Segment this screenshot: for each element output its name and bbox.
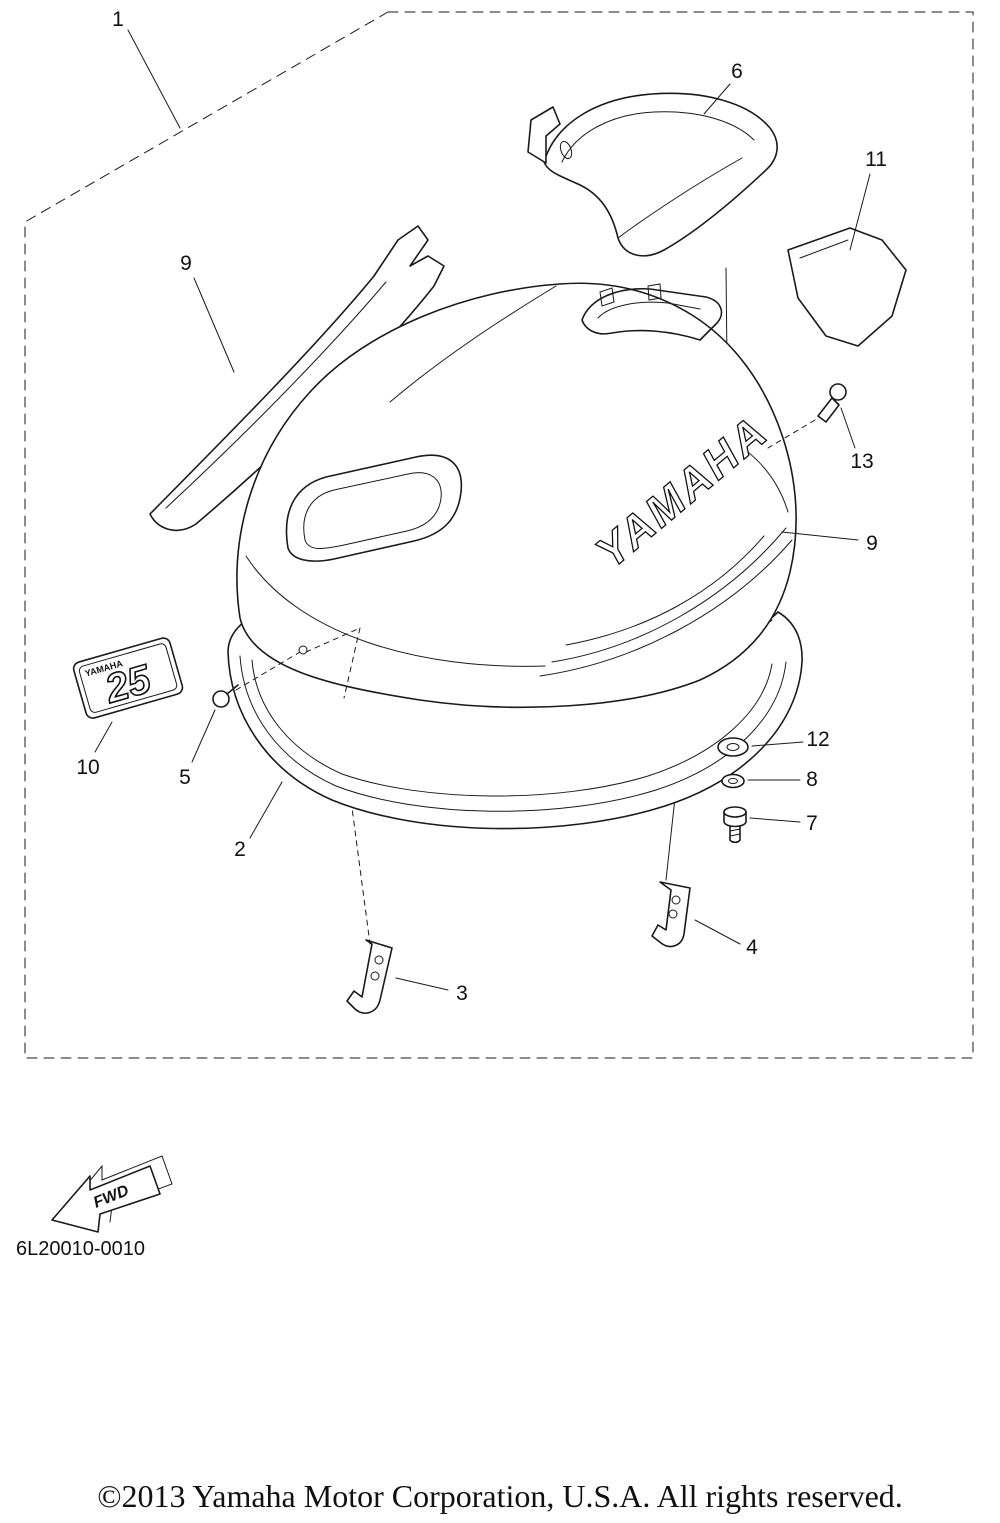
leader-9-left	[193, 277, 235, 373]
stripe-swoosh-1	[551, 527, 787, 663]
part-bracket-4	[651, 881, 691, 948]
leader-3	[395, 977, 449, 991]
leader-1	[127, 29, 181, 129]
seal-sheet-left-contour	[165, 281, 387, 509]
callout-leader-lines	[94, 29, 871, 991]
screw-5-head	[212, 690, 230, 708]
washer-8-inner	[728, 778, 738, 784]
dashed-boundary-frame	[24, 11, 974, 1059]
stripe-accent	[747, 451, 789, 513]
callout-5: 5	[179, 766, 191, 789]
part-seal-sheet-small	[787, 227, 907, 347]
callout-7: 7	[806, 812, 818, 835]
stripe-swoosh-3	[565, 535, 765, 646]
callout-9-right: 9	[866, 532, 878, 555]
fwd-direction-arrow: FWD	[51, 1155, 173, 1233]
callout-2: 2	[234, 838, 246, 861]
bottom-rim-inner-line-2	[251, 659, 773, 797]
top-cover-tab	[527, 106, 561, 164]
badge-outline-inner	[78, 643, 178, 713]
leader-7	[749, 817, 801, 823]
bracket-3-hole-1	[374, 955, 384, 965]
drawing-number: 6L20010-0010	[16, 1238, 146, 1260]
callout-6: 6	[731, 60, 743, 83]
washer-8-outer	[721, 773, 745, 789]
bracket-4-hole-1	[671, 895, 681, 905]
construction-line-b	[343, 627, 361, 699]
leader-2	[249, 781, 283, 839]
cowling-lower-crease	[245, 555, 546, 667]
callout-12: 12	[806, 728, 829, 751]
vent-inner-line	[597, 301, 701, 319]
callout-4: 4	[746, 936, 758, 959]
seal-sheet-small-fold	[799, 239, 849, 259]
part-main-cowling: YAMAHA	[236, 282, 797, 709]
badge-outline-outer	[72, 637, 184, 719]
part-bolt-7	[723, 806, 747, 844]
callout-numbers: 1 6 11 9 13 9 12 8 7 10 5 2 4 3	[76, 8, 887, 1005]
leader-12	[751, 741, 804, 747]
vent-post-right	[647, 283, 662, 301]
part-washer-8	[721, 773, 745, 789]
bolt-7-shaft	[729, 825, 741, 844]
part-model-badge: YAMAHA 25	[72, 637, 184, 719]
handle-recess-inner	[303, 472, 442, 549]
washer-12-outer	[717, 737, 749, 757]
part-bolt-13	[767, 383, 847, 449]
leader-5	[191, 709, 216, 763]
cowling-outline	[236, 282, 797, 709]
stripe-swoosh-2	[539, 539, 793, 677]
seal-sheet-left-outline	[149, 225, 445, 532]
construction-line-a	[305, 627, 361, 653]
callout-3: 3	[456, 982, 468, 1005]
part-washer-12	[717, 737, 749, 757]
bracket-4-hole-2	[668, 909, 678, 919]
screw-5-axis	[235, 651, 301, 691]
callout-10: 10	[76, 756, 99, 779]
washer-12-inner	[726, 743, 740, 751]
top-cover-slot	[559, 140, 573, 160]
vent-post-left	[599, 287, 615, 307]
leader-13	[840, 407, 856, 449]
handle-recess-outer	[285, 454, 463, 562]
bracket-3-hole-2	[370, 971, 380, 981]
part-seal-sheet-left	[149, 225, 445, 532]
bolt-13-head	[829, 383, 847, 401]
bolt-7-threads	[729, 828, 741, 837]
bolt-13-shaft	[817, 397, 840, 423]
leader-11	[849, 173, 871, 251]
part-bracket-3	[346, 939, 393, 1014]
leader-6	[703, 83, 731, 115]
callout-8: 8	[806, 768, 818, 791]
part-top-cover	[527, 92, 778, 257]
callout-11: 11	[865, 148, 887, 171]
bolt-7-head-top	[723, 806, 747, 818]
bracket-4-outline	[651, 881, 691, 948]
bolt-7-head-side	[723, 811, 747, 828]
vent-outline	[581, 287, 723, 341]
top-cover-outline	[543, 92, 778, 257]
leader-4	[694, 919, 741, 945]
callout-9-left: 9	[180, 252, 192, 275]
callout-1: 1	[112, 8, 124, 31]
top-cover-edge-contour	[617, 157, 743, 239]
fwd-arrow-outline	[51, 1165, 161, 1233]
cowling-top-panel-line	[389, 285, 557, 403]
top-cover-inner-contour	[561, 111, 755, 163]
screw-5-hole	[298, 645, 308, 655]
leader-10	[94, 721, 113, 753]
leader-9-right	[781, 531, 859, 541]
seal-sheet-small-outline	[787, 227, 907, 347]
part-screw-5	[212, 645, 308, 708]
callout-13: 13	[850, 450, 873, 473]
bracket-3-outline	[346, 939, 393, 1014]
dashed-frame-outline	[24, 11, 974, 1059]
screw-5-tip	[226, 684, 239, 695]
copyright-text: ©2013 Yamaha Motor Corporation, U.S.A. A…	[97, 1478, 903, 1514]
